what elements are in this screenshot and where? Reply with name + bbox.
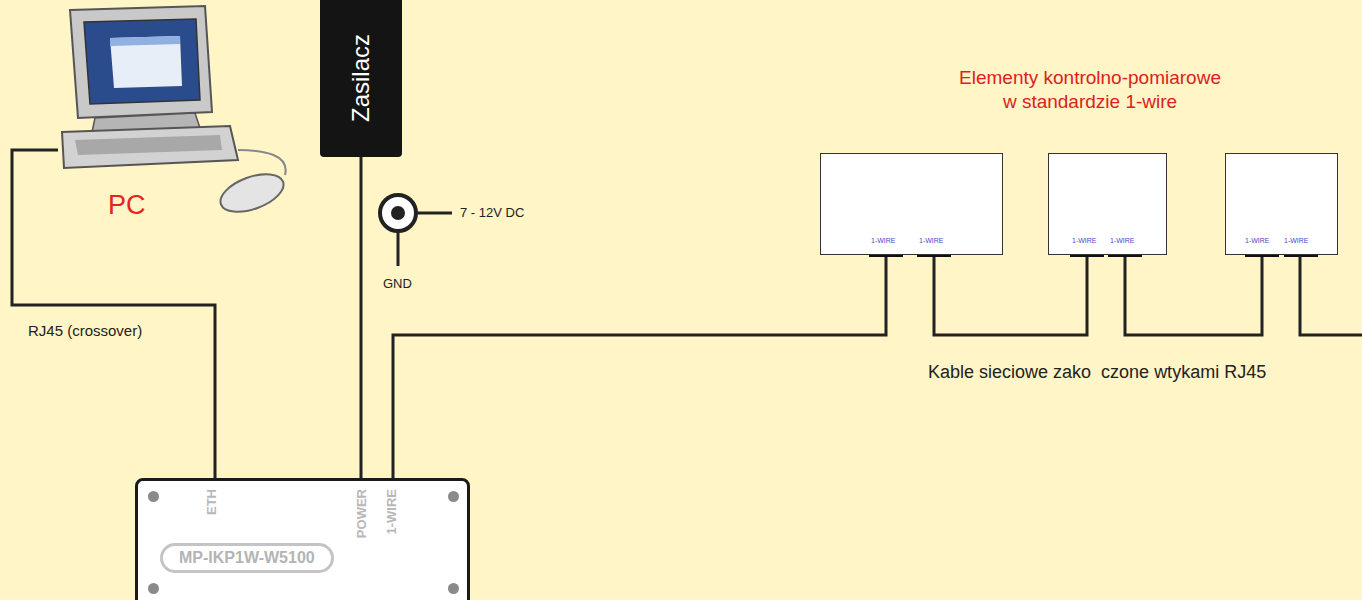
monitor-case xyxy=(70,6,212,118)
voltage-label: 7 - 12V DC xyxy=(460,205,524,220)
keyboard xyxy=(75,135,222,155)
cable-label: RJ45 (crossover) xyxy=(28,322,142,339)
power-supply-box: Zasilacz xyxy=(320,0,402,157)
network-cable xyxy=(360,157,363,478)
screen-window xyxy=(110,36,182,88)
cable-stub xyxy=(1300,256,1362,335)
interface-module: ETH POWER 1-WIRE MP-IKP1W-W5100 xyxy=(135,478,470,600)
onewire-device: 1-WIRE 1-WIRE xyxy=(1048,153,1167,255)
jack-pin xyxy=(391,206,405,220)
power-supply-label: Zasilacz xyxy=(347,34,375,122)
port-label: 1-WIRE xyxy=(1072,237,1097,244)
model-name: MP-IKP1W-W5100 xyxy=(179,549,315,567)
mounting-screw xyxy=(148,583,159,594)
mounting-screw xyxy=(448,583,459,594)
pc-illustration xyxy=(62,6,288,219)
jack-gnd-lead xyxy=(397,231,400,266)
port-label: 1-WIRE xyxy=(1245,237,1270,244)
model-badge: MP-IKP1W-W5100 xyxy=(160,543,334,573)
mounting-screw xyxy=(448,491,459,502)
network-cable xyxy=(934,257,1087,335)
network-cable xyxy=(393,257,886,478)
jack-ring xyxy=(380,195,416,231)
port-label: ETH xyxy=(204,489,219,515)
computer-label: PC xyxy=(108,190,146,221)
computer: PC xyxy=(58,0,295,230)
port-label: POWER xyxy=(354,489,369,538)
port-label: 1-WIRE xyxy=(1284,237,1309,244)
port-label: 1-WIRE xyxy=(1110,237,1135,244)
port-label: 1-WIRE xyxy=(919,237,944,244)
jack-lead xyxy=(416,212,452,215)
onewire-device: 1-WIRE 1-WIRE xyxy=(1225,153,1338,255)
mounting-screw xyxy=(148,491,159,502)
mouse xyxy=(216,167,289,220)
ground-label: GND xyxy=(383,276,412,291)
screen-titlebar xyxy=(110,36,180,46)
monitor-screen xyxy=(84,19,200,104)
network-cable xyxy=(12,150,215,478)
network-cable xyxy=(1125,257,1262,335)
pc-base xyxy=(62,126,238,168)
onewire-device: 1-WIRE 1-WIRE xyxy=(820,153,1003,255)
dc-jack-symbol xyxy=(380,195,452,266)
port-label: 1-WIRE xyxy=(384,489,399,535)
group-title: Elementy kontrolno-pomiarowe w standardz… xyxy=(955,66,1225,114)
mouse-cable xyxy=(238,150,286,175)
port-label: 1-WIRE xyxy=(871,237,896,244)
cable-note: Kable sieciowe zako czone wtykami RJ45 xyxy=(928,362,1266,383)
